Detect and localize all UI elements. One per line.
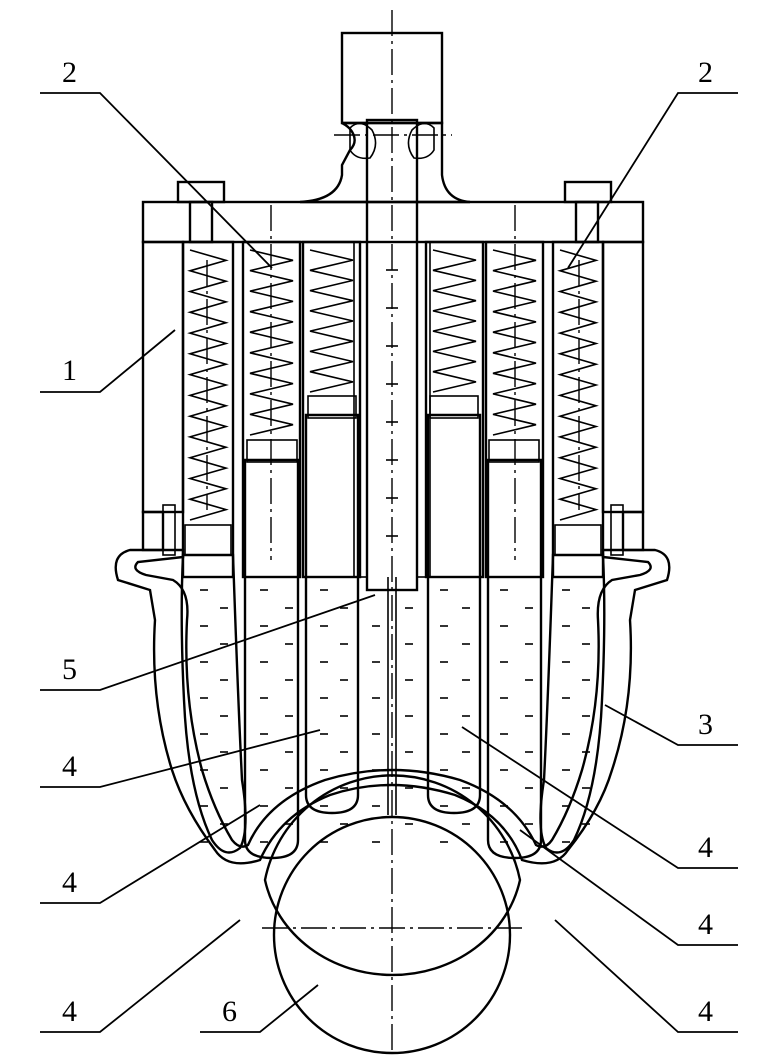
elastic-outer-shell [114,548,671,865]
drive-shaft [299,31,471,592]
callout-label-lower-left-b: 4 [62,866,77,899]
spring-coil [492,249,537,436]
callout-label-lower-right-b: 4 [698,908,713,941]
soft-fingers [180,395,606,860]
spring-coil [249,249,294,436]
spring-coil [557,249,599,521]
callout-label-bottom-right: 4 [698,995,713,1028]
callout-label-lower-right-a: 4 [698,831,713,864]
working-fluid-marks [200,269,590,843]
callout-label-lower-left-a: 4 [62,750,77,783]
spring-coil [432,249,477,393]
callout-label-right: 3 [698,708,713,741]
callout-label-left: 1 [62,354,77,387]
spring-coil [309,249,354,393]
spring-cylinders [181,240,605,579]
top-cover-plate [141,180,645,244]
callout-labels: 2 2 1 5 3 4 4 4 4 4 4 6 [62,56,713,1028]
callout-label-upper-left: 2 [62,56,77,89]
center-lines [206,10,580,1055]
callout-label-middle-left: 5 [62,653,77,686]
grasped-object [263,774,522,1055]
spring-coil [187,249,229,521]
leader-lines [40,92,738,1033]
callout-label-upper-right: 2 [698,56,713,89]
callout-label-bottom-center: 6 [222,995,237,1028]
callout-label-bottom-left: 4 [62,995,77,1028]
compression-springs [187,249,599,521]
